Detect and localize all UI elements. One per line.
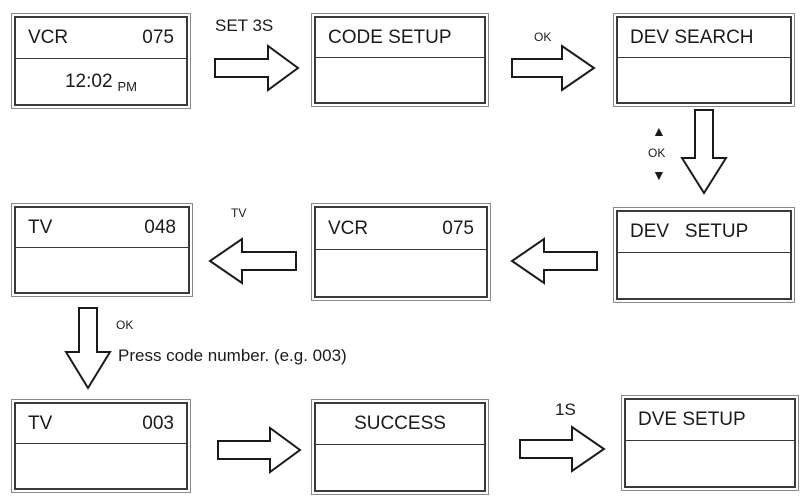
screen-device-label: TV (28, 216, 53, 238)
arrow-right-2 (511, 44, 596, 92)
arrow-left-2 (208, 237, 297, 285)
arrow-left-1 (510, 237, 598, 285)
down-triangle-icon: ▼ (652, 167, 666, 183)
screen-success: SUCCESS (311, 399, 489, 495)
arrow-down-2 (64, 307, 112, 390)
screen-code-value: 003 (142, 412, 174, 434)
screen-vcr-clock: VCR 075 12:02 PM (11, 13, 191, 109)
screen-title: SUCCESS (354, 413, 446, 435)
arrow-right-3 (217, 426, 302, 474)
up-triangle-icon: ▲ (652, 123, 666, 139)
screen-code-value: 075 (442, 217, 474, 239)
screen-ampm: PM (117, 79, 138, 95)
screen-device-label: VCR (328, 217, 369, 239)
arrow-down-1 (680, 109, 728, 195)
screen-device-label: TV (28, 412, 53, 434)
screen-title: DEV SEARCH (630, 26, 754, 48)
label-ok-2: OK (648, 146, 666, 160)
screen-vcr-code: VCR 075 (311, 203, 491, 301)
arrow-right-4 (519, 425, 606, 473)
screen-tv-code: TV 048 (11, 203, 193, 297)
arrow-right-1 (214, 44, 300, 92)
screen-code-setup: CODE SETUP (311, 13, 489, 107)
screen-code-value: 075 (142, 27, 174, 49)
screen-title: DEV SETUP (630, 221, 749, 243)
label-ok-3: OK (116, 318, 134, 332)
label-set-3s: SET 3S (215, 16, 274, 35)
label-1s: 1S (555, 400, 576, 419)
screen-tv-new-code: TV 003 (11, 399, 191, 493)
label-ok-1: OK (534, 30, 552, 44)
screen-dev-search: DEV SEARCH (613, 13, 795, 107)
screen-dve-setup: DVE SETUP (621, 395, 799, 491)
screen-time: 12:02 (64, 70, 113, 92)
screen-title: DVE SETUP (638, 409, 746, 431)
label-tv: TV (231, 206, 247, 220)
screen-title: CODE SETUP (328, 26, 452, 48)
screen-dev-setup: DEV SETUP (613, 207, 795, 303)
screen-device-label: VCR (28, 27, 69, 49)
label-press-code: Press code number. (e.g. 003) (118, 346, 347, 365)
screen-code-value: 048 (144, 216, 176, 238)
